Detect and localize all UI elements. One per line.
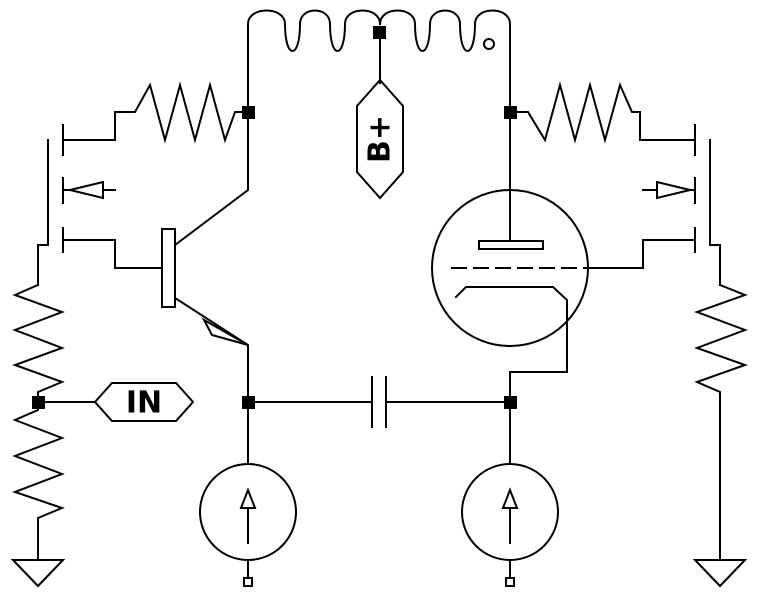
resistor-left-load xyxy=(62,81,249,144)
ground-symbol-left xyxy=(10,559,66,588)
vacuum-tube xyxy=(431,111,589,403)
transistor-bjt xyxy=(161,111,249,403)
supply-label: B+ xyxy=(363,115,398,163)
resistor-right-load xyxy=(509,81,696,144)
supply-terminal: B+ xyxy=(356,78,404,200)
resistor-divider-lower xyxy=(12,401,65,561)
current-source-right xyxy=(461,401,559,587)
resistor-divider-upper xyxy=(12,283,65,403)
current-source-left xyxy=(199,401,297,587)
resistor-right-output xyxy=(694,283,748,561)
center-tapped-inductor xyxy=(247,9,511,111)
mosfet-right xyxy=(587,124,721,286)
coupling-capacitor xyxy=(247,376,511,428)
mosfet-left xyxy=(37,124,163,286)
ground-symbol-right xyxy=(692,559,748,588)
input-label: IN xyxy=(126,386,162,421)
input-terminal: IN xyxy=(93,382,195,422)
